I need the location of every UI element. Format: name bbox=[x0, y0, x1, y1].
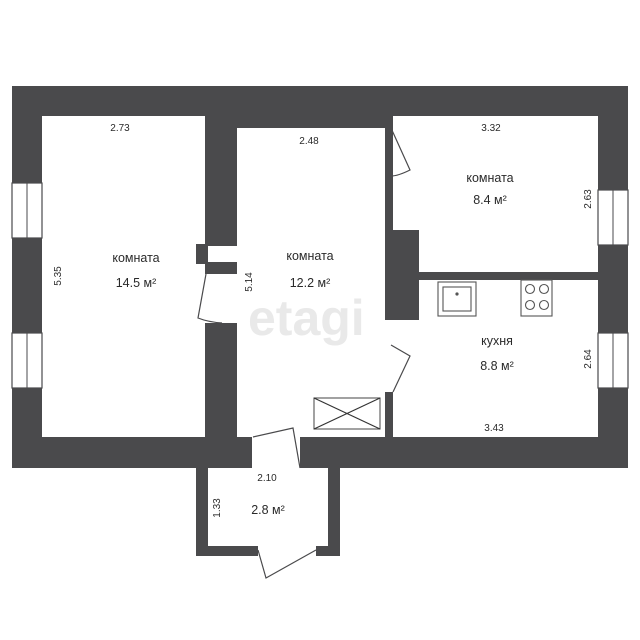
interior-wall-1-mid bbox=[205, 262, 237, 274]
dim-room3-side: 2.63 bbox=[583, 189, 594, 209]
outer-wall-left bbox=[12, 86, 42, 468]
stairwell-box bbox=[313, 397, 381, 430]
stove-burner-3 bbox=[524, 299, 536, 311]
room-2-name: комната bbox=[286, 249, 333, 263]
dim-room1-top: 2.73 bbox=[110, 123, 130, 134]
room-3-name: комната bbox=[466, 171, 513, 185]
interior-wall-1-lower bbox=[205, 323, 237, 437]
sink-basin bbox=[442, 286, 472, 312]
sink-drain bbox=[455, 292, 459, 296]
kitchen-area: 8.8 м² bbox=[480, 359, 514, 373]
dim-vestibule-top: 2.10 bbox=[257, 473, 277, 484]
room-3-area: 8.4 м² bbox=[473, 193, 507, 207]
dim-vestibule-side: 1.33 bbox=[212, 498, 223, 518]
vestibule-area: 2.8 м² bbox=[251, 503, 285, 517]
vestibule-wall-bottom-right bbox=[316, 546, 340, 556]
interior-wall-3 bbox=[419, 272, 598, 280]
dim-room2-side: 5.14 bbox=[244, 272, 255, 292]
room-1-name: комната bbox=[112, 251, 159, 265]
stove bbox=[520, 279, 553, 317]
door-vestibule-inner bbox=[252, 427, 301, 469]
dim-kitchen-side: 2.64 bbox=[583, 349, 594, 369]
interior-wall-2-top bbox=[385, 116, 393, 176]
interior-wall-1-jamb bbox=[196, 244, 208, 264]
kitchen-name: кухня bbox=[481, 334, 513, 348]
room-2-area: 12.2 м² bbox=[290, 276, 331, 290]
watermark: etagi bbox=[248, 290, 365, 346]
outer-wall-bottom-right bbox=[300, 437, 628, 468]
door-room1 bbox=[197, 273, 223, 324]
dim-room3-top: 3.32 bbox=[481, 123, 501, 134]
door-room3 bbox=[390, 127, 411, 177]
vestibule-wall-right bbox=[328, 468, 340, 556]
interior-wall-2-bottom bbox=[385, 392, 393, 437]
room-1-area: 14.5 м² bbox=[116, 276, 157, 290]
dim-kitchen-bottom: 3.43 bbox=[484, 423, 504, 434]
stove-burner-4 bbox=[538, 299, 550, 311]
door-kitchen bbox=[390, 344, 411, 393]
doors bbox=[197, 127, 411, 579]
vestibule-wall-bottom-left bbox=[196, 546, 258, 556]
outer-wall-top bbox=[12, 86, 628, 116]
interior-wall-room2-top bbox=[237, 116, 391, 128]
interior-wall-2-chimney bbox=[385, 230, 419, 320]
dim-room1-side: 5.35 bbox=[53, 266, 64, 286]
vestibule-wall-left bbox=[196, 468, 208, 556]
interior-wall-1-upper bbox=[205, 116, 237, 246]
windows bbox=[11, 182, 629, 389]
room-labels: комната 14.5 м² комната 12.2 м² комната … bbox=[112, 171, 513, 517]
stove-burner-2 bbox=[538, 283, 550, 295]
interior-wall-2-seg bbox=[385, 176, 393, 230]
stove-burner-1 bbox=[524, 283, 536, 295]
sink bbox=[437, 281, 477, 317]
dimension-labels: 2.73 5.35 2.48 5.14 3.32 2.63 2.64 3.43 … bbox=[53, 123, 594, 518]
door-entrance bbox=[257, 549, 317, 579]
fixtures bbox=[313, 279, 553, 430]
walls bbox=[12, 86, 628, 556]
outer-wall-right bbox=[598, 86, 628, 468]
dim-room2-top: 2.48 bbox=[299, 136, 319, 147]
stairwell-diagonal-2 bbox=[313, 397, 381, 430]
outer-wall-bottom-left bbox=[12, 437, 252, 468]
